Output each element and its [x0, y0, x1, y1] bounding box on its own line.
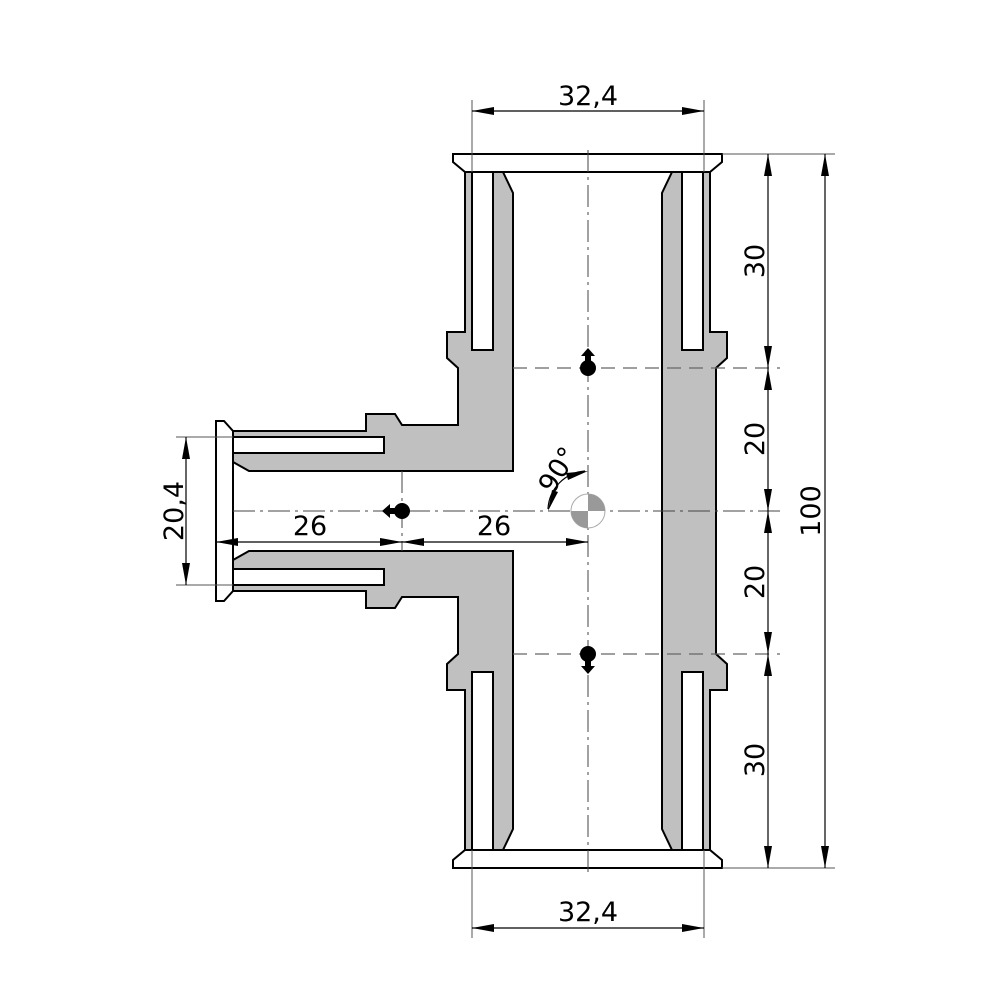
- branch-socket-label: 26: [293, 511, 327, 542]
- upper-center-label: 20: [740, 422, 771, 456]
- center-point-symbol-icon: [570, 493, 606, 529]
- bottom-width-label: 32,4: [558, 897, 618, 928]
- flow-marker-left-icon: [382, 503, 410, 519]
- collar-branch: [215, 420, 234, 602]
- sleeve-slot-bottom-right: [681, 671, 704, 851]
- overall-length-label: 100: [796, 485, 827, 537]
- branch-diameter-label: 20,4: [159, 481, 190, 541]
- sleeve-slot-branch-top: [232, 436, 385, 454]
- lower-socket-label: 30: [740, 743, 771, 777]
- flow-marker-up-icon: [580, 348, 596, 376]
- sleeve-slot-top-right: [681, 171, 704, 351]
- flow-marker-down-icon: [580, 646, 596, 674]
- lower-center-label: 20: [740, 565, 771, 599]
- top-width-label: 32,4: [558, 81, 618, 112]
- sleeve-slot-bottom-left: [471, 671, 494, 851]
- sleeve-slot-branch-bottom: [232, 568, 385, 586]
- upper-socket-label: 30: [740, 244, 771, 278]
- sleeve-slot-top-left: [471, 171, 494, 351]
- branch-to-center-label: 26: [477, 511, 511, 542]
